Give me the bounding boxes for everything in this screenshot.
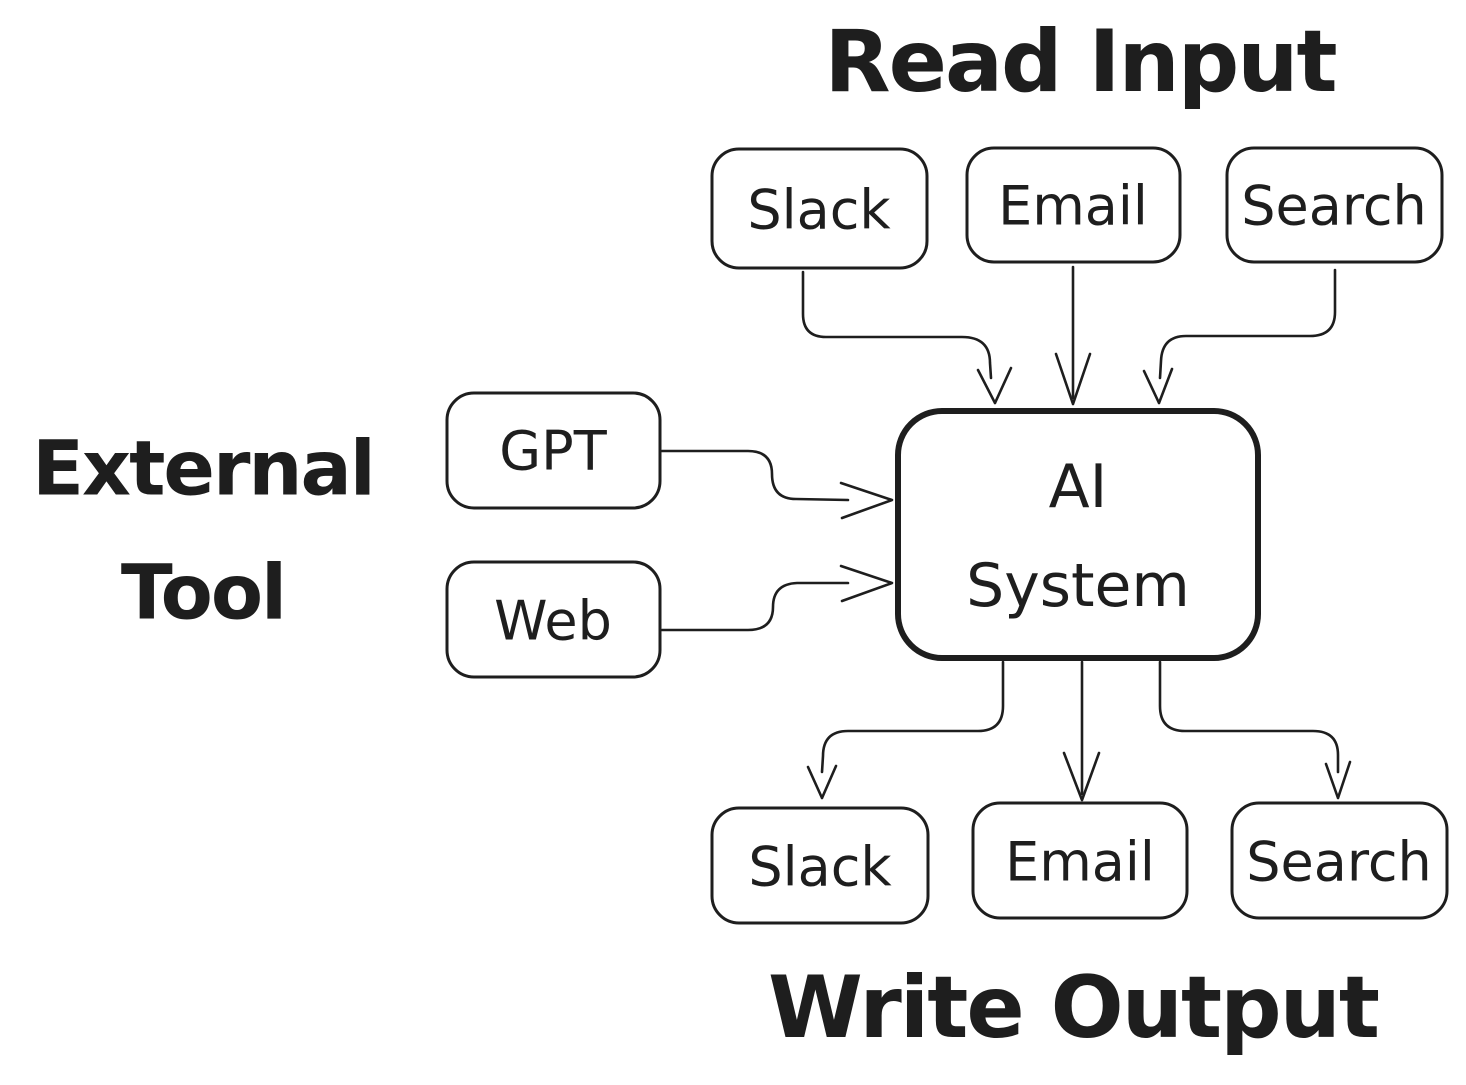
input-box-email: Email <box>965 146 1182 264</box>
input-box-search-label: Search <box>1241 175 1427 238</box>
ai-system-box: AI System <box>895 408 1261 661</box>
arrow-ai-to-search <box>1158 660 1352 800</box>
external-box-gpt-label: GPT <box>499 420 607 483</box>
input-box-search: Search <box>1225 146 1444 264</box>
arrow-search-to-ai <box>1142 268 1337 405</box>
ai-system-label-line2: System <box>966 551 1190 621</box>
external-tool-label-line2: Tool <box>121 548 285 637</box>
arrow-slack-to-ai <box>801 270 1013 405</box>
ai-system-label-line1: AI <box>1049 452 1108 522</box>
arrow-web-to-ai <box>660 564 894 632</box>
external-box-web-label: Web <box>494 590 612 653</box>
output-box-slack-label: Slack <box>748 836 892 899</box>
output-box-email-label: Email <box>1005 831 1155 894</box>
output-box-search: Search <box>1230 801 1449 920</box>
input-box-slack-label: Slack <box>747 179 891 242</box>
read-input-title: Read Input <box>824 12 1336 112</box>
write-output-title: Write Output <box>768 958 1379 1058</box>
output-box-slack: Slack <box>710 806 930 925</box>
output-box-search-label: Search <box>1246 831 1432 894</box>
input-box-email-label: Email <box>998 175 1148 238</box>
arrow-gpt-to-ai <box>660 449 894 520</box>
output-box-email: Email <box>971 801 1189 920</box>
external-box-gpt: GPT <box>445 391 662 510</box>
arrow-ai-to-slack <box>806 660 1005 800</box>
external-box-web: Web <box>445 560 662 679</box>
arrow-ai-to-email <box>1062 660 1101 802</box>
arrow-email-to-ai <box>1054 265 1092 406</box>
external-tool-label-line1: External <box>32 424 374 513</box>
input-box-slack: Slack <box>710 147 929 270</box>
